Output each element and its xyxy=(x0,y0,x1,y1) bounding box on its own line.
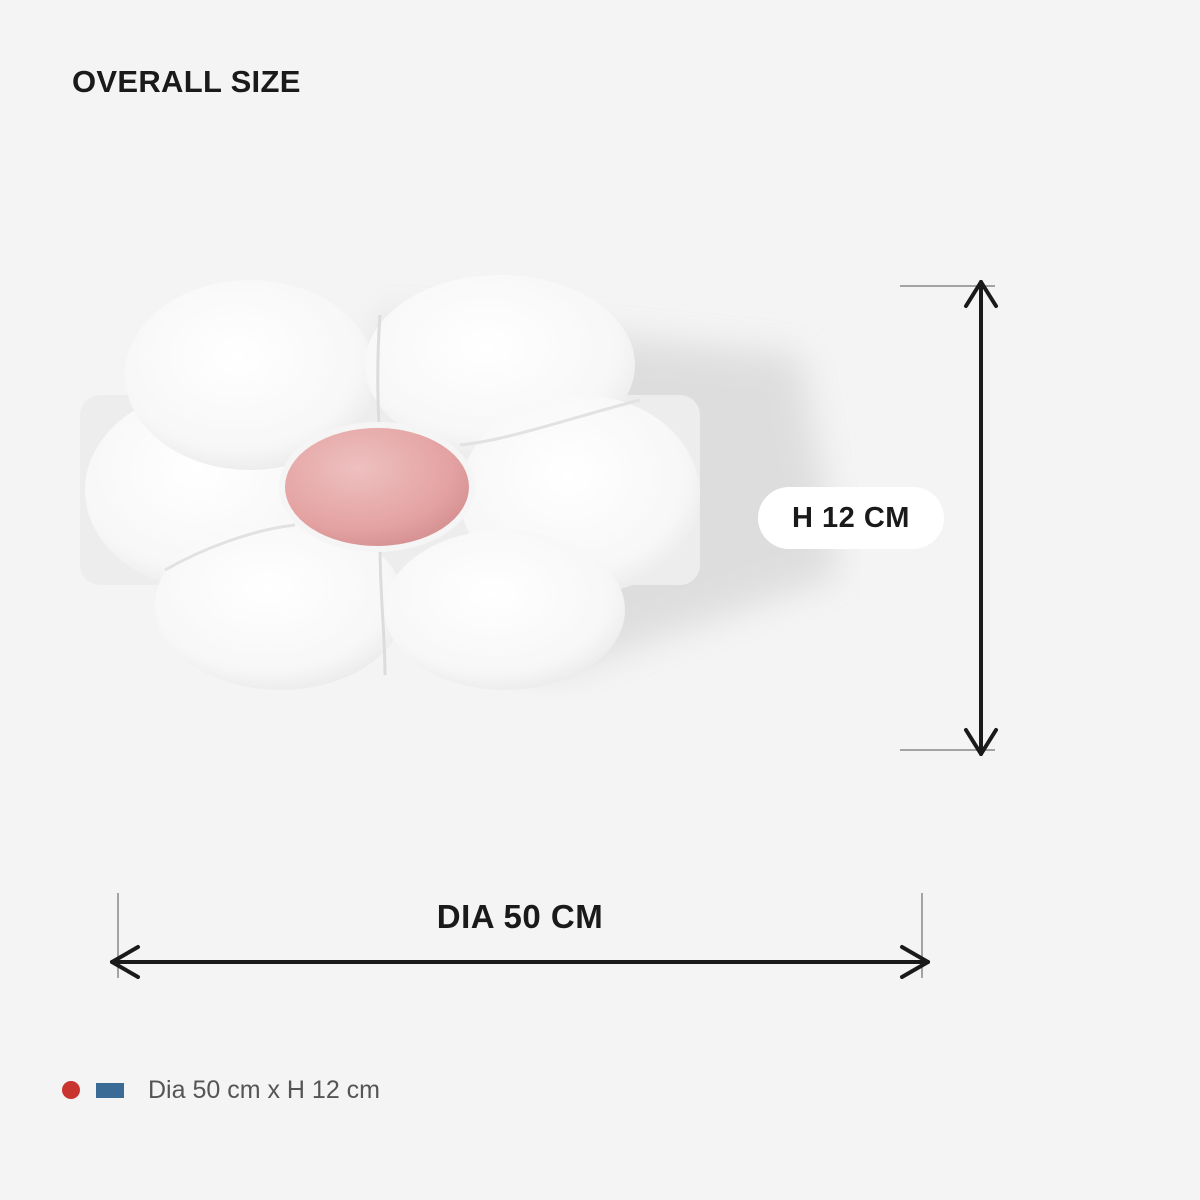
variant-size-text: Dia 50 cm x H 12 cm xyxy=(148,1075,381,1104)
diameter-label: DIA 50 CM xyxy=(436,898,604,935)
height-label: H 12 CM xyxy=(758,487,944,549)
diameter-arrow xyxy=(110,945,930,979)
red-color-swatch[interactable] xyxy=(62,1081,80,1099)
petal-bottom-right xyxy=(385,530,625,690)
page-title: OVERALL SIZE xyxy=(72,64,301,99)
blue-color-swatch[interactable] xyxy=(96,1082,124,1098)
flower-lamp-image xyxy=(80,275,840,690)
petal-top-left xyxy=(125,280,375,470)
variant-row: Dia 50 cm x H 12 cm xyxy=(62,1072,380,1108)
petal-bottom-left xyxy=(155,520,405,690)
flower-center xyxy=(282,425,472,549)
height-arrow xyxy=(964,280,998,756)
